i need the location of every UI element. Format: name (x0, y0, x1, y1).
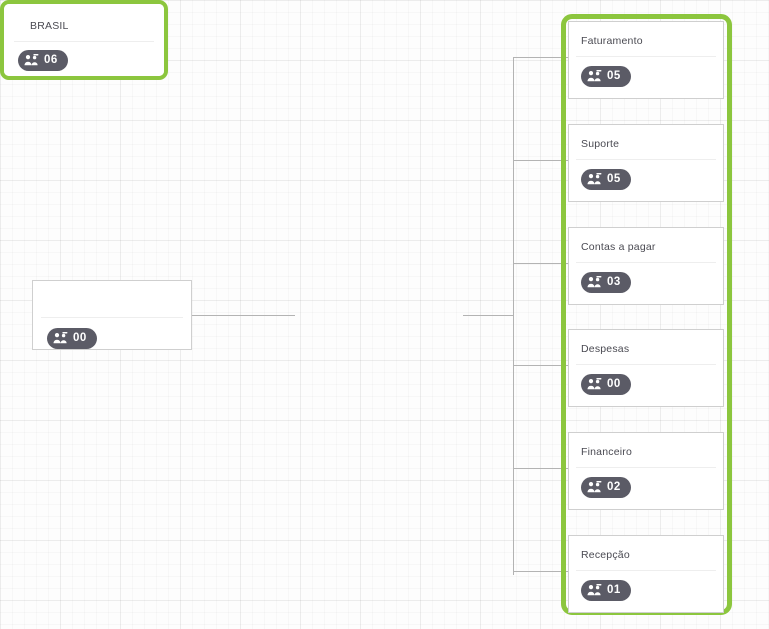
org-node-faturamento[interactable]: Faturamento 05 (568, 21, 724, 99)
org-node-brasil[interactable]: BRASIL 06 (0, 0, 168, 80)
users-group-icon (587, 276, 602, 288)
member-count-value: 01 (607, 584, 621, 597)
users-group-icon (24, 54, 39, 66)
divider (576, 570, 716, 571)
connector-branch-4 (513, 365, 568, 366)
users-group-icon (587, 584, 602, 596)
member-count-badge: 05 (581, 169, 631, 190)
users-group-icon (587, 173, 602, 185)
org-node-recepcao[interactable]: Recepção 01 (568, 535, 724, 613)
divider (576, 467, 716, 468)
connector-branch-3 (513, 263, 568, 264)
org-node-title: Financeiro (581, 446, 633, 458)
users-group-icon (587, 378, 602, 390)
connector-branch-1 (513, 57, 568, 58)
member-count-badge: 01 (581, 580, 631, 601)
member-count-value: 05 (607, 70, 621, 83)
org-node-despesas[interactable]: Despesas 00 (568, 329, 724, 407)
org-node-suporte[interactable]: Suporte 05 (568, 124, 724, 202)
users-group-icon (587, 481, 602, 493)
connector-branch-5 (513, 468, 568, 469)
selected-group-outline[interactable] (561, 14, 732, 615)
member-count-badge: 03 (581, 272, 631, 293)
org-node-root-title (33, 281, 191, 307)
org-node-brasil-title: BRASIL (30, 20, 69, 32)
divider (576, 159, 716, 160)
connector-branch-6 (513, 571, 568, 572)
users-group-icon (53, 332, 68, 344)
member-count-badge: 05 (581, 66, 631, 87)
divider (576, 364, 716, 365)
member-count-value: 02 (607, 481, 621, 494)
org-node-title: Recepção (581, 549, 630, 561)
divider (41, 317, 183, 318)
users-group-icon (587, 70, 602, 82)
member-count-value: 03 (607, 276, 621, 289)
member-count-badge: 06 (18, 50, 68, 71)
connector-root-to-brasil (192, 315, 295, 316)
member-count-badge: 00 (581, 374, 631, 395)
member-count-value: 00 (73, 332, 87, 345)
org-node-financeiro[interactable]: Financeiro 02 (568, 432, 724, 510)
connector-branch-2 (513, 160, 568, 161)
divider (14, 41, 154, 42)
org-node-contas-a-pagar[interactable]: Contas a pagar 03 (568, 227, 724, 305)
member-count-badge: 02 (581, 477, 631, 498)
member-count-value: 00 (607, 378, 621, 391)
connector-brasil-to-trunk (463, 315, 514, 316)
divider (576, 56, 716, 57)
divider (576, 262, 716, 263)
member-count-value: 06 (44, 54, 58, 67)
member-count-value: 05 (607, 173, 621, 186)
org-node-title: Faturamento (581, 35, 643, 47)
org-node-title: Suporte (581, 138, 620, 150)
member-count-badge: 00 (47, 328, 97, 349)
org-node-title: Contas a pagar (581, 241, 656, 253)
org-node-title: Despesas (581, 343, 630, 355)
connector-trunk (513, 57, 514, 575)
org-node-root[interactable]: 00 (32, 280, 192, 350)
